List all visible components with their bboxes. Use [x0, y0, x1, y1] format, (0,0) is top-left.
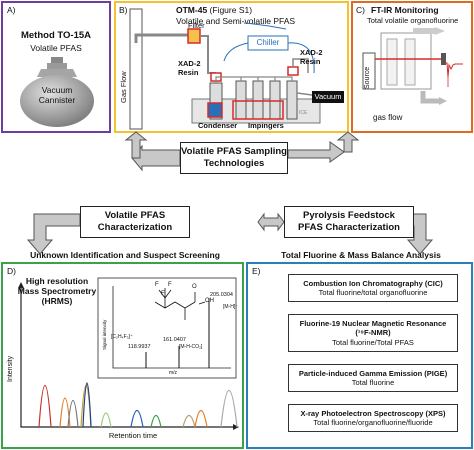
chromatogram-chart	[18, 277, 239, 430]
mol-f2: F	[168, 282, 172, 288]
peak-navy	[82, 382, 92, 428]
sampling-technologies-box: Volatile PFAS Sampling Technologies	[180, 142, 288, 174]
panel-b-title-ref: (Figure S1)	[209, 5, 253, 15]
peak-green	[150, 414, 162, 428]
vacuum-label: Vacuum	[314, 92, 342, 101]
mol-o: O	[192, 284, 197, 290]
peak-205-label: 205.0304	[210, 292, 233, 298]
peak-silver	[220, 390, 238, 428]
pyrolysis-characterization-box: Pyrolysis Feedstock PFAS Characterizatio…	[284, 206, 414, 238]
arrow-up-right	[287, 141, 345, 163]
volatile-characterization-box: Volatile PFAS Characterization	[80, 206, 190, 238]
canister-label: Vacuum Cannister	[38, 85, 76, 105]
peak-blue	[130, 409, 144, 428]
y-axis-label: Intensity	[7, 355, 14, 382]
xps-desc: Total fluorine/organofluorine/fluoride	[313, 418, 433, 427]
pige-title: Particle-induced Gamma Emission (PIGE)	[298, 368, 448, 378]
peak-red	[38, 385, 52, 428]
xad-right-label: XAD-2 Resin	[300, 48, 323, 66]
panel-b-letter: B)	[119, 5, 128, 15]
xps-title: X-ray Photoelectron Spectroscopy (XPS)	[300, 408, 446, 418]
panel-a: A) Method TO-15A Volatile PFAS Vacuum Ca…	[1, 1, 111, 133]
mol-f1: F	[155, 282, 159, 288]
peak-lightgreen	[100, 412, 112, 428]
nmr-desc: Total fluorine/Total PFAS	[332, 337, 414, 347]
arrow-down-left	[26, 213, 81, 255]
vacuum-canister-icon	[20, 57, 94, 127]
pige-desc: Total fluorine	[351, 378, 395, 387]
panel-e-letter: E)	[252, 266, 261, 276]
panel-a-title: Method TO-15A	[20, 30, 92, 41]
mol-f3: F	[161, 291, 165, 297]
hrms-title: High resolution Mass Spectrometry (HRMS)	[17, 276, 97, 306]
chiller-box: Chiller	[256, 38, 280, 47]
panel-a-letter: A)	[7, 5, 16, 15]
gas-flow-c-label: gas flow	[373, 113, 403, 122]
arrow-double	[257, 212, 285, 232]
panel-b-subtitle: Volatile and Semi-volatile PFAS	[176, 16, 296, 26]
panel-b: B) OTM-45 (Figure S1) Volatile and Semi-…	[114, 1, 349, 133]
panel-b-title: OTM-45 (Figure S1)	[176, 5, 252, 15]
header-right: Total Fluorine & Mass Balance Analysis	[281, 250, 441, 260]
panel-e: E) Combustion Ion Chromatography (CIC) T…	[246, 262, 473, 449]
filter-label: Filter	[188, 21, 205, 30]
header-left: Unknown Identification and Suspect Scree…	[30, 250, 220, 260]
inset-y-label: Signal intensity	[102, 319, 107, 350]
cic-desc: Total fluorine/total organofluorine	[318, 288, 428, 297]
peak-161-label: 161.0407	[163, 337, 186, 343]
peak-161-ion: [M-H-CO₂]	[179, 344, 203, 350]
inset-x-label: m/z	[169, 370, 178, 376]
nmr-title2: (¹⁹F-NMR)	[355, 328, 391, 338]
otm45-train-diagram	[129, 8, 344, 130]
peak-gray	[67, 400, 79, 428]
panel-c-title: FT-IR Monitoring	[371, 5, 439, 15]
impingers-label: Impingers	[248, 121, 284, 130]
panel-c-subtitle: Total volatile organofluorine	[367, 16, 459, 25]
peak-brown	[182, 414, 196, 428]
peak-orange2	[194, 409, 208, 428]
mol-oh: OH	[205, 298, 214, 304]
pige-box: Particle-induced Gamma Emission (PIGE) T…	[288, 364, 458, 392]
arrow-up-left	[131, 144, 181, 172]
panel-b-title-main: OTM-45	[176, 5, 208, 15]
panel-d-letter: D)	[7, 266, 16, 276]
xps-box: X-ray Photoelectron Spectroscopy (XPS) T…	[288, 404, 458, 432]
cic-title: Combustion Ion Chromatography (CIC)	[303, 278, 443, 288]
condenser-label: Condenser	[198, 121, 238, 130]
nmr-box: Fluorine-19 Nuclear Magnetic Resonance (…	[288, 314, 458, 352]
panel-c: C) FT-IR Monitoring Total volatile organ…	[351, 1, 473, 133]
peak-118-ion: [C₂H₄F₃]⁺	[111, 334, 133, 340]
peak-205-ion: [M-H]⁻	[223, 304, 238, 310]
panel-c-letter: C)	[356, 5, 365, 15]
ftir-diagram	[362, 27, 463, 105]
ice-label: ICE	[299, 110, 308, 116]
panel-a-subtitle: Volatile PFAS	[30, 43, 82, 53]
xad-left-label: XAD-2 Resin	[178, 59, 201, 77]
peak-118-label: 118.9937	[128, 344, 151, 350]
x-axis-label: Retention time	[108, 431, 158, 440]
nmr-title: Fluorine-19 Nuclear Magnetic Resonance	[299, 318, 447, 328]
cic-box: Combustion Ion Chromatography (CIC) Tota…	[288, 274, 458, 302]
panel-d: D) High resolution Mass Spectrometry (HR…	[1, 262, 244, 449]
